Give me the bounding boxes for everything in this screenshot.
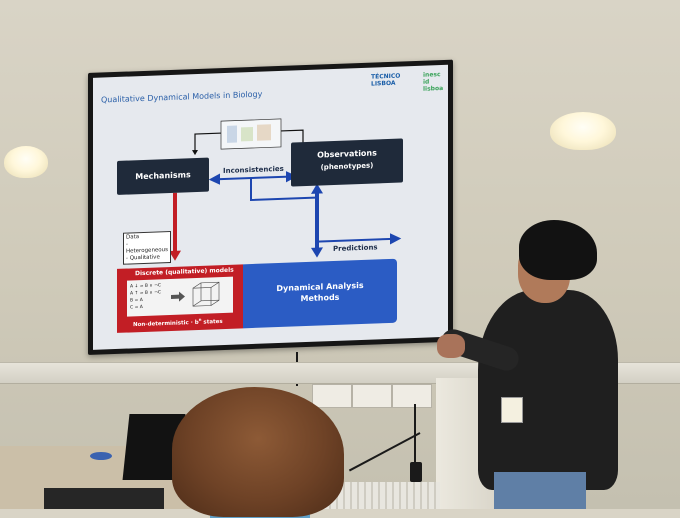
dynamical-analysis-panel: Dynamical Analysis Methods bbox=[243, 258, 397, 329]
computer-mouse bbox=[90, 452, 112, 460]
observations-box: Observations (phenotypes) bbox=[291, 138, 403, 187]
wall-socket bbox=[392, 384, 432, 408]
speaker-body bbox=[478, 290, 618, 490]
speaker-jeans bbox=[494, 472, 586, 509]
predictions-label: Predictions bbox=[333, 243, 378, 254]
diagram-arrows bbox=[169, 118, 402, 261]
speaker-hair bbox=[519, 220, 597, 280]
presentation-slide: Qualitative Dynamical Models in Biology … bbox=[93, 64, 448, 350]
wall-socket bbox=[312, 384, 352, 408]
lanyard-badge bbox=[501, 397, 523, 423]
tv-display: Qualitative Dynamical Models in Biology … bbox=[88, 59, 453, 355]
discrete-models-panel: Discrete (qualitative) models A ↓ = B ∨ … bbox=[117, 264, 243, 333]
discrete-models-title: Discrete (qualitative) models bbox=[135, 266, 234, 278]
power-adapter bbox=[410, 462, 422, 482]
wall-socket bbox=[352, 384, 392, 408]
data-box: Data - Heterogeneous - Qualitative bbox=[123, 230, 171, 265]
state-transition-graph bbox=[171, 281, 220, 307]
wall-lamp-left bbox=[4, 146, 48, 178]
laptop bbox=[44, 488, 164, 509]
model-figure: A ↓ = B ∨ ¬C A ↑ = B ∧ ¬C B = A C = A bbox=[127, 276, 233, 317]
mechanisms-box: Mechanisms bbox=[117, 157, 209, 195]
audience-member-hair bbox=[172, 387, 344, 517]
wall-lamp-right bbox=[550, 112, 616, 150]
non-deterministic-label: Non-deterministic · bn states bbox=[133, 316, 223, 329]
speaker-hand bbox=[437, 334, 465, 358]
